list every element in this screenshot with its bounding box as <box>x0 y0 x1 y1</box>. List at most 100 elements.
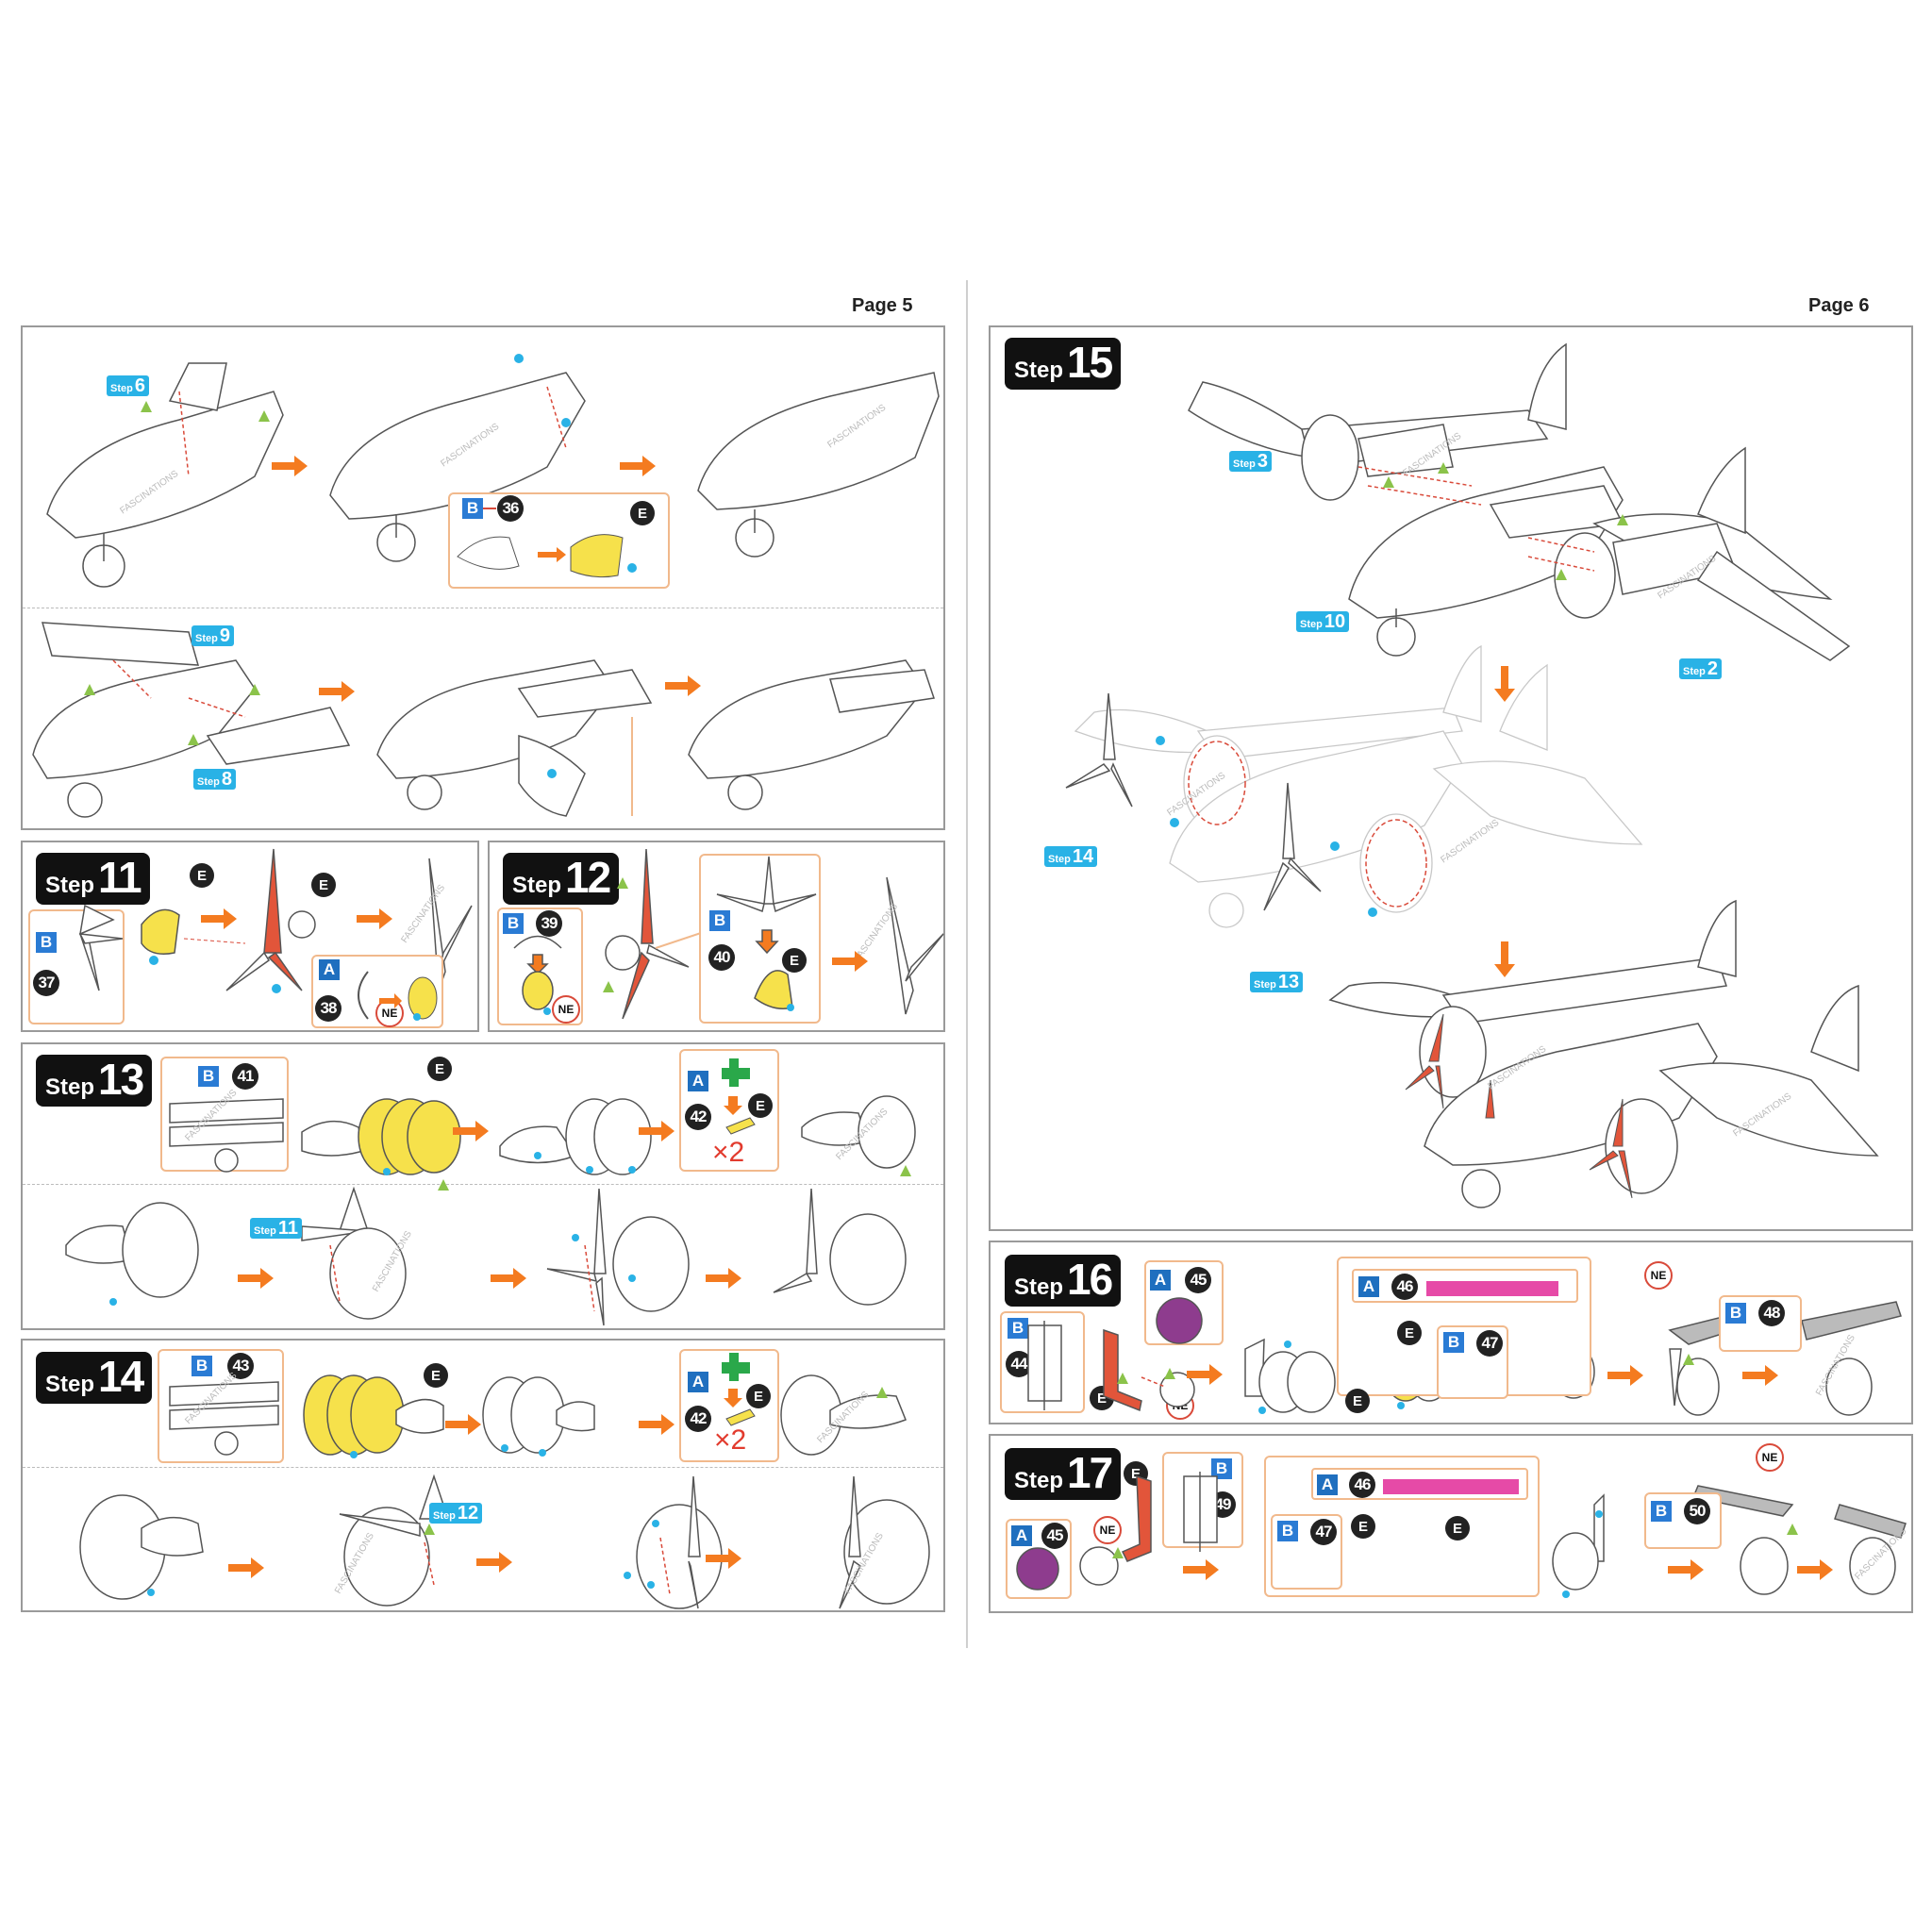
sheet-e-marker: E <box>1351 1514 1375 1539</box>
step-14-row1-art: FASCINATIONS FASCINATIONS <box>169 1371 907 1458</box>
right-arrow-icon <box>1607 1365 1643 1386</box>
part-number-36: 36 <box>497 495 524 522</box>
ne-marker: NE <box>1093 1516 1122 1544</box>
sheet-e-marker: E <box>190 863 214 888</box>
sheet-e-marker: E <box>746 1384 771 1408</box>
part-42-art <box>722 1353 756 1426</box>
ref-step-word: Step <box>1683 666 1706 677</box>
ref-step-number: 11 <box>277 1218 298 1239</box>
part-number-38: 38 <box>315 995 341 1022</box>
part-number-48: 48 <box>1758 1300 1785 1326</box>
part-36-art <box>457 534 637 578</box>
part-number-37: 37 <box>33 970 59 996</box>
right-arrow-icon <box>445 1414 481 1435</box>
ref-step-number: 2 <box>1707 658 1718 679</box>
ref-step-word: Step <box>197 776 220 788</box>
step-13-row2-art: FASCINATIONS <box>65 1186 907 1326</box>
part-number-42: 42 <box>685 1406 711 1432</box>
right-arrow-icon <box>665 675 701 696</box>
sheet-b-label: B <box>709 910 730 931</box>
right-arrow-icon <box>706 1268 741 1289</box>
part-38-art <box>358 971 438 1021</box>
right-arrow-icon <box>319 681 355 702</box>
step-number: 15 <box>1067 338 1113 387</box>
right-arrow-icon <box>706 1548 741 1569</box>
sheet-b-label: B <box>1277 1521 1298 1541</box>
part-42-art <box>722 1058 756 1135</box>
right-arrow-icon <box>620 456 656 476</box>
sheet-e-marker: E <box>630 501 655 525</box>
quantity-x2: ×2 <box>714 1424 747 1456</box>
part-46-strip <box>1383 1479 1519 1494</box>
ne-marker: NE <box>1644 1261 1673 1290</box>
ref-step-number: 6 <box>134 375 145 396</box>
step-word: Step <box>45 1372 95 1397</box>
right-arrow-icon <box>1187 1364 1223 1385</box>
ref-step-number: 13 <box>1277 972 1300 992</box>
sheet-b-label: B <box>1211 1458 1232 1479</box>
ref-step-number: 12 <box>457 1503 479 1524</box>
part-37-callout-box <box>28 909 125 1024</box>
step-12-art: FASCINATIONS <box>513 848 944 1020</box>
part-number-43: 43 <box>227 1353 254 1379</box>
sheet-b-label: B <box>192 1356 212 1376</box>
sheet-b-label: B <box>503 913 524 934</box>
step-word: Step <box>512 873 562 898</box>
step-word: Step <box>45 873 95 898</box>
sheet-e-marker: E <box>1397 1321 1422 1345</box>
ref-step-number: 14 <box>1072 846 1094 867</box>
sheet-e-marker: E <box>311 873 336 897</box>
step-number: 13 <box>98 1055 144 1104</box>
part-46-strip <box>1426 1281 1558 1296</box>
ref-step-number: 10 <box>1324 611 1346 632</box>
part-number-40: 40 <box>708 944 735 971</box>
sheet-a-label: A <box>1150 1270 1171 1291</box>
right-arrow-icon <box>228 1557 264 1578</box>
sheet-e-marker: E <box>427 1057 452 1081</box>
right-arrow-icon <box>1797 1559 1833 1580</box>
sheet-e-marker: E <box>1345 1389 1370 1413</box>
part-number-47: 47 <box>1476 1330 1503 1357</box>
right-arrow-icon <box>832 951 868 972</box>
right-arrow-icon <box>272 456 308 476</box>
down-arrow-icon <box>1494 666 1515 702</box>
part-number-41: 41 <box>232 1063 258 1090</box>
ne-marker: NE <box>552 995 580 1024</box>
sheet-e-marker: E <box>782 948 807 973</box>
step-word: Step <box>45 1074 95 1100</box>
ref-step-word: Step <box>1048 854 1071 865</box>
part-number-39: 39 <box>536 910 562 937</box>
part-number-45: 45 <box>1185 1267 1211 1293</box>
step-14-row2-art: FASCINATIONS FASCINATIONS <box>79 1474 930 1609</box>
step-number: 14 <box>98 1352 144 1401</box>
down-arrow-icon <box>1494 941 1515 977</box>
ref-step-word: Step <box>1300 619 1323 630</box>
right-arrow-icon <box>357 908 392 929</box>
ref-step-word: Step <box>1254 979 1276 991</box>
step-word: Step <box>1014 358 1064 383</box>
sheet-a-label: A <box>319 959 340 980</box>
page-divider <box>966 280 968 1648</box>
sheet-b-label: B <box>36 932 57 953</box>
panel-separator <box>23 1467 943 1468</box>
part-number-46: 46 <box>1391 1274 1418 1300</box>
right-arrow-icon <box>1183 1559 1219 1580</box>
sheet-e-marker: E <box>748 1093 773 1118</box>
step-number: 12 <box>565 853 611 902</box>
right-arrow-icon <box>639 1414 675 1435</box>
step-number: 16 <box>1067 1255 1113 1304</box>
sheet-e-marker: E <box>424 1363 448 1388</box>
sheet-a-label: A <box>1317 1474 1338 1495</box>
label-connector <box>483 508 496 509</box>
part-number-47: 47 <box>1310 1519 1337 1545</box>
ref-step-number: 8 <box>221 769 232 790</box>
